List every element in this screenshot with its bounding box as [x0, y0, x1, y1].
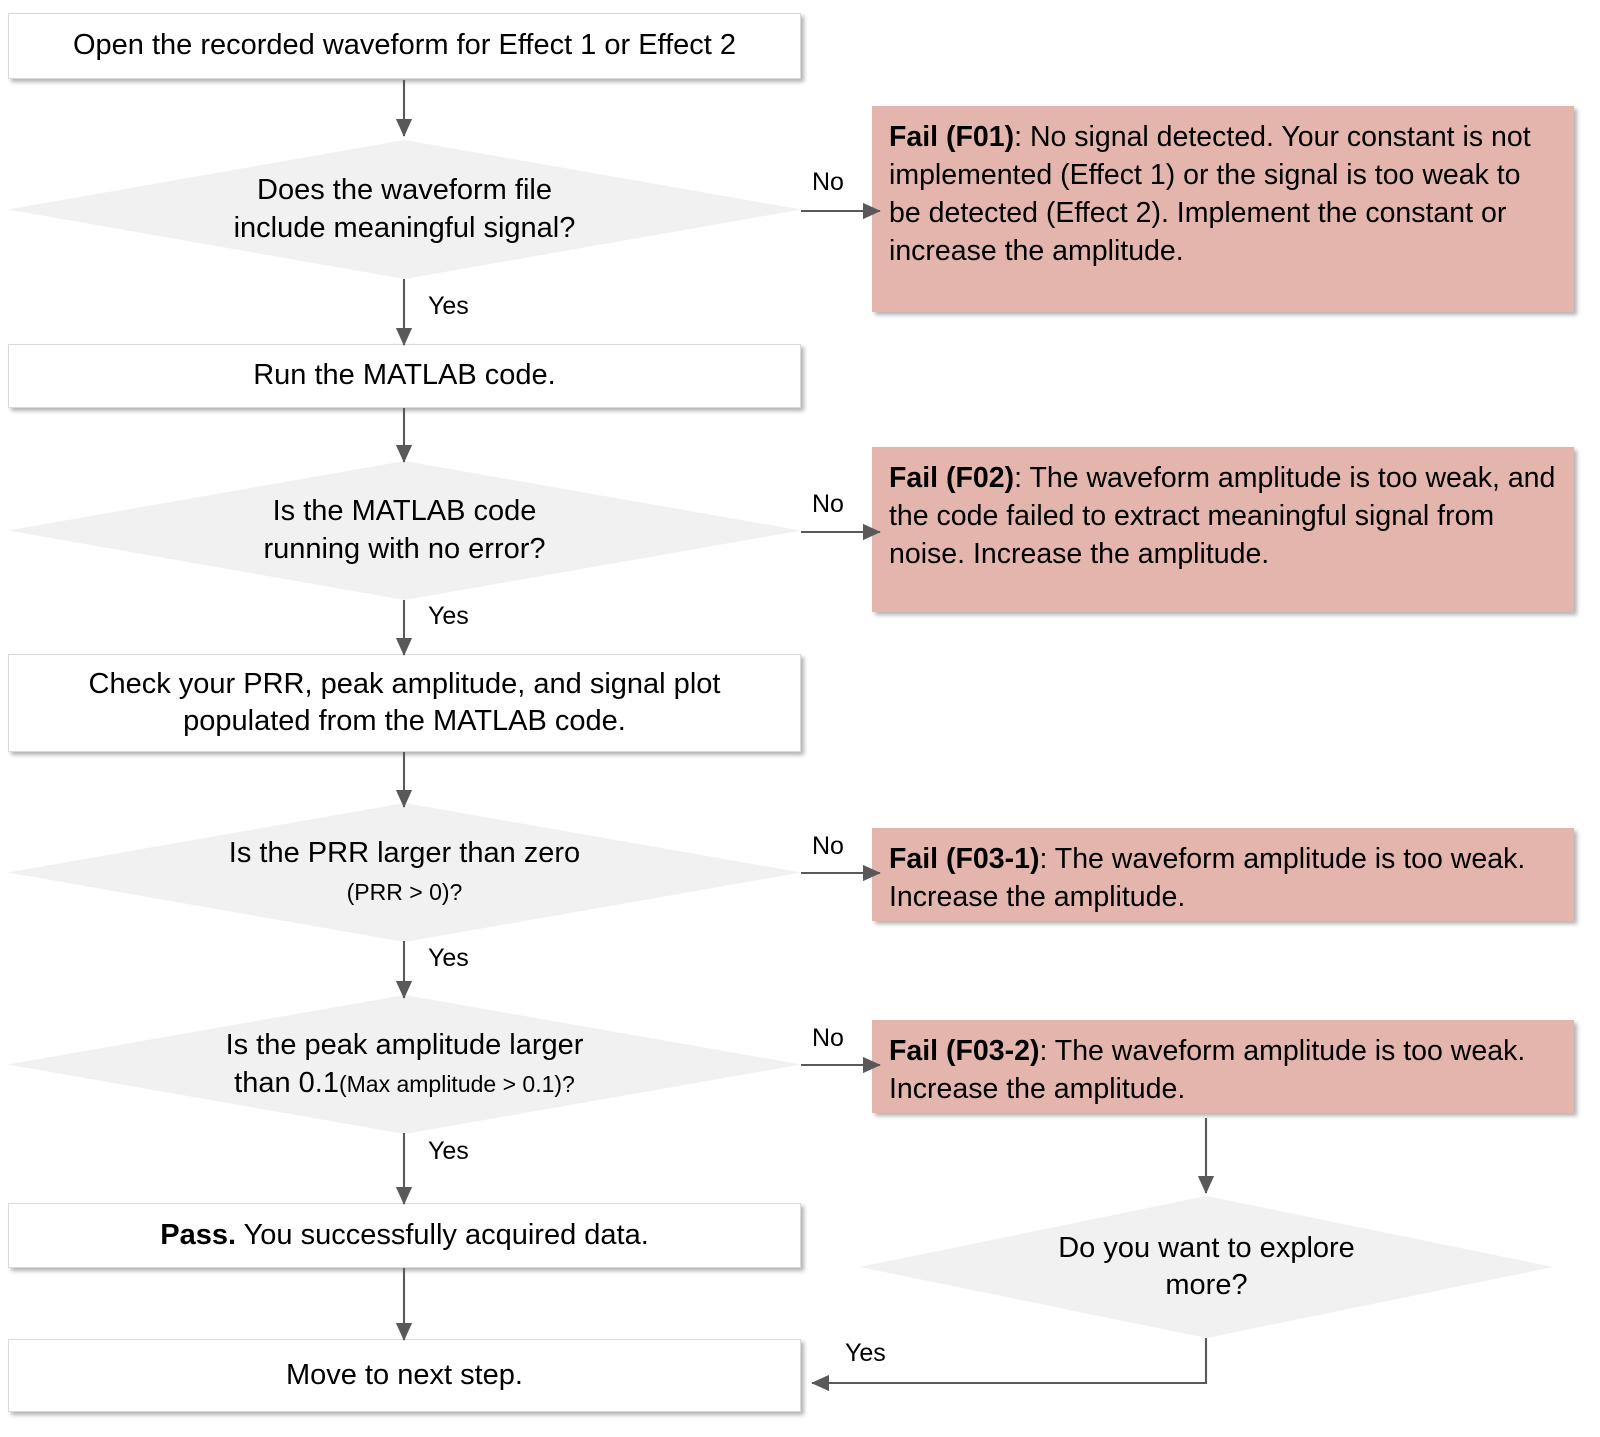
node-run-matlab[interactable]: Run the MATLAB code. — [8, 344, 801, 408]
fail-f03-2-text: Fail (F03-2): The waveform amplitude is … — [889, 1033, 1557, 1109]
decision-line-2b: (Max amplitude > 0.1)? — [338, 1070, 575, 1097]
decision-line-1: Is the PRR larger than zero — [228, 837, 581, 870]
node-decision-meaningful-signal[interactable]: Does the waveform file include meaningfu… — [8, 140, 801, 279]
node-decision-matlab-no-error[interactable]: Is the MATLAB code running with no error… — [8, 461, 801, 600]
decision-line-1: Is the peak amplitude larger — [225, 1029, 584, 1062]
node-check-prr-plot-label: Check your PRR, peak amplitude, and sign… — [89, 666, 721, 740]
edge-label-d5-yes: Yes — [845, 1339, 886, 1367]
fail-f02-text: Fail (F02): The waveform amplitude is to… — [889, 460, 1557, 574]
fail-f03-2-tag: Fail (F03-2) — [889, 1035, 1040, 1067]
fail-f03-2-body: The waveform amplitude is too weak. Incr… — [889, 1035, 1526, 1105]
decision-line-2: (PRR > 0)? — [346, 878, 463, 905]
node-fail-f03-2[interactable]: Fail (F03-2): The waveform amplitude is … — [872, 1020, 1574, 1113]
decision-line-2: more? — [1165, 1269, 1248, 1301]
fail-f03-1-sep: : — [1039, 843, 1055, 875]
node-decision-prr-gt-zero[interactable]: Is the PRR larger than zero (PRR > 0)? — [8, 803, 801, 942]
node-decision-peak-amplitude-label: Is the peak amplitude larger than 0.1(Ma… — [186, 1027, 624, 1101]
node-run-matlab-label: Run the MATLAB code. — [253, 359, 556, 392]
node-decision-explore-more-label: Do you want to explore more? — [1018, 1230, 1395, 1304]
node-check-prr-plot[interactable]: Check your PRR, peak amplitude, and sign… — [8, 654, 801, 752]
fail-f01-body: No signal detected. Your constant is not… — [889, 121, 1531, 267]
decision-line-1: Does the waveform file — [257, 174, 552, 207]
node-open-waveform[interactable]: Open the recorded waveform for Effect 1 … — [8, 13, 801, 79]
fail-f03-1-body: The waveform amplitude is too weak. Incr… — [889, 843, 1526, 913]
decision-line-2: include meaningful signal? — [233, 211, 576, 244]
edge-label-d3-yes: Yes — [428, 944, 469, 972]
node-pass[interactable]: Pass. You successfully acquired data. — [8, 1203, 801, 1268]
decision-line-1: Do you want to explore — [1058, 1231, 1355, 1264]
process-line-2: populated from the MATLAB code. — [183, 705, 626, 737]
decision-line-2: running with no error? — [263, 532, 546, 565]
node-move-next-step-label: Move to next step. — [286, 1358, 523, 1391]
decision-line-2a: than 0.1 — [234, 1066, 339, 1099]
process-line-1: Check your PRR, peak amplitude, and sign… — [88, 667, 721, 700]
edge-label-d4-yes: Yes — [428, 1137, 469, 1165]
fail-f02-body: The waveform amplitude is too weak, and … — [889, 462, 1556, 570]
node-decision-meaningful-signal-label: Does the waveform file include meaningfu… — [194, 172, 616, 246]
fail-f03-2-sep: : — [1039, 1035, 1055, 1067]
node-decision-prr-gt-zero-label: Is the PRR larger than zero (PRR > 0)? — [189, 835, 620, 909]
edge-label-d2-yes: Yes — [428, 602, 469, 630]
pass-tag: Pass. — [160, 1218, 237, 1251]
fail-f01-text: Fail (F01): No signal detected. Your con… — [889, 119, 1557, 271]
node-fail-f01[interactable]: Fail (F01): No signal detected. Your con… — [872, 106, 1574, 312]
node-open-waveform-label: Open the recorded waveform for Effect 1 … — [72, 29, 737, 62]
fail-f03-1-text: Fail (F03-1): The waveform amplitude is … — [889, 841, 1557, 917]
edge-label-d3-no: No — [812, 832, 844, 860]
node-move-next-step[interactable]: Move to next step. — [8, 1339, 801, 1412]
edge-label-d4-no: No — [812, 1024, 844, 1052]
fail-f02-sep: : — [1014, 462, 1030, 494]
node-pass-label: Pass. You successfully acquired data. — [160, 1217, 649, 1254]
edge-label-d1-yes: Yes — [428, 292, 469, 320]
node-fail-f02[interactable]: Fail (F02): The waveform amplitude is to… — [872, 447, 1574, 612]
fail-f01-sep: : — [1014, 121, 1030, 153]
node-decision-explore-more[interactable]: Do you want to explore more? — [860, 1196, 1553, 1338]
node-decision-peak-amplitude[interactable]: Is the peak amplitude larger than 0.1(Ma… — [8, 995, 801, 1134]
pass-body: You successfully acquired data. — [243, 1218, 649, 1251]
pass-sep — [236, 1219, 244, 1251]
decision-line-1: Is the MATLAB code — [272, 495, 537, 528]
fail-f02-tag: Fail (F02) — [889, 462, 1015, 494]
fail-f03-1-tag: Fail (F03-1) — [889, 843, 1040, 875]
node-fail-f03-1[interactable]: Fail (F03-1): The waveform amplitude is … — [872, 828, 1574, 921]
edge-label-d2-no: No — [812, 490, 844, 518]
fail-f01-tag: Fail (F01) — [889, 121, 1015, 153]
node-decision-matlab-no-error-label: Is the MATLAB code running with no error… — [223, 493, 585, 567]
edge-label-d1-no: No — [812, 168, 844, 196]
